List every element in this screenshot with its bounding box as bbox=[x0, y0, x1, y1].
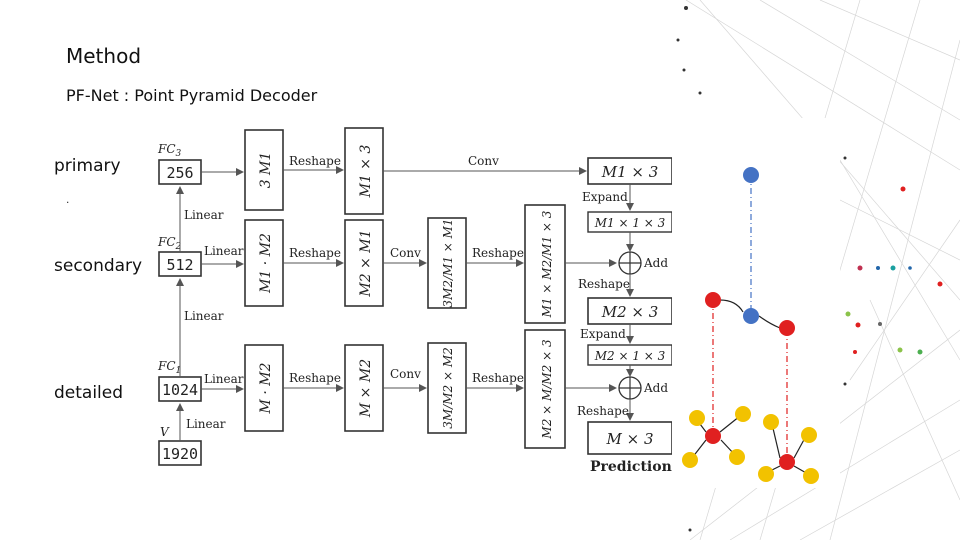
fc3-label: FC bbox=[157, 142, 176, 156]
linear-label-row2: Linear bbox=[204, 244, 244, 258]
secondary-point-right bbox=[779, 320, 795, 336]
reshape-label-row3b: Reshape bbox=[472, 371, 524, 385]
primary-point bbox=[743, 167, 759, 183]
row1-block-1: 3 M1 bbox=[244, 129, 284, 211]
output-detailed-text: M × 3 bbox=[605, 430, 653, 448]
expand-primary-text: M1 × 1 × 3 bbox=[594, 216, 666, 230]
svg-text:FC3: FC3 bbox=[157, 142, 182, 159]
expand-secondary-text: M2 × 1 × 3 bbox=[594, 349, 666, 363]
fc1-value: 1024 bbox=[162, 381, 198, 399]
secondary-point-left bbox=[705, 292, 721, 308]
conv-label-row2: Conv bbox=[390, 246, 421, 260]
row2-block-1-text: M1 · M2 bbox=[258, 233, 274, 294]
detailed-point bbox=[803, 468, 819, 484]
primary-point-lower bbox=[743, 308, 759, 324]
detailed-point bbox=[801, 427, 817, 443]
expand-label-1: Expand bbox=[582, 190, 628, 204]
reshape-label-row1: Reshape bbox=[289, 154, 341, 168]
v-value: 1920 bbox=[162, 445, 198, 463]
detailed-point bbox=[689, 410, 705, 426]
output-detailed-box: M × 3 bbox=[587, 421, 673, 455]
prediction-label: Prediction bbox=[590, 459, 672, 475]
fc2-label: FC bbox=[157, 235, 176, 249]
expand-label-2: Expand bbox=[580, 327, 626, 341]
conv-label-row1: Conv bbox=[468, 154, 499, 168]
svg-text:FC1: FC1 bbox=[157, 359, 181, 376]
row2-block-3-text: 3M2/M1 × M1 bbox=[441, 218, 455, 307]
output-secondary-box: M2 × 3 bbox=[587, 297, 673, 325]
linear-label-row3: Linear bbox=[204, 372, 244, 386]
add-node-1 bbox=[618, 251, 642, 275]
linear-label-fc1-fc2: Linear bbox=[184, 309, 224, 323]
fc3-value: 256 bbox=[166, 164, 193, 182]
level-label-secondary: secondary bbox=[54, 256, 143, 276]
detailed-point bbox=[682, 452, 698, 468]
secondary-point-detail-right bbox=[779, 454, 795, 470]
row1-block-2: M1 × 3 bbox=[344, 127, 384, 215]
add-label-2: Add bbox=[643, 381, 668, 395]
slide-subtitle: PF-Net : Point Pyramid Decoder bbox=[66, 86, 318, 105]
reshape-label-row3: Reshape bbox=[289, 371, 341, 385]
v-label: V bbox=[160, 425, 170, 439]
detailed-point bbox=[735, 406, 751, 422]
fc3-block: FC3 256 bbox=[157, 142, 202, 185]
row2-block-2-text: M2 × M1 bbox=[358, 229, 374, 297]
row3-block-2-text: M × M2 bbox=[358, 359, 374, 418]
svg-text:FC2: FC2 bbox=[157, 235, 182, 252]
row3-block-2: M × M2 bbox=[344, 344, 384, 432]
row2-block-1: M1 · M2 bbox=[244, 219, 284, 307]
fc1-sub: 1 bbox=[176, 366, 182, 376]
fc2-sub: 2 bbox=[175, 242, 182, 252]
row1-block-2-text: M1 × 3 bbox=[358, 145, 374, 199]
expand-primary-box: M1 × 1 × 3 bbox=[587, 211, 673, 233]
row2-block-3: 3M2/M1 × M1 bbox=[427, 217, 467, 309]
row1-block-1-text: 3 M1 bbox=[258, 152, 274, 189]
reshape-label-out1: Reshape bbox=[578, 277, 630, 291]
level-label-primary: primary bbox=[54, 156, 121, 176]
expand-secondary-box: M2 × 1 × 3 bbox=[587, 344, 673, 366]
reshape-label-out2: Reshape bbox=[577, 404, 629, 418]
slide-title: Method bbox=[66, 44, 142, 68]
linear-label-fc2-fc3: Linear bbox=[184, 208, 224, 222]
row2-block-2: M2 × M1 bbox=[344, 219, 384, 307]
row3-block-3: 3M/M2 × M2 bbox=[427, 342, 467, 434]
row3-block-1-text: M · M2 bbox=[258, 362, 274, 414]
bullet-dot: . bbox=[66, 192, 70, 206]
conv-label-row3: Conv bbox=[390, 367, 421, 381]
row3-block-4-text: M2 × M/M2 × 3 bbox=[540, 339, 554, 440]
row3-block-4: M2 × M/M2 × 3 bbox=[524, 329, 566, 449]
secondary-point-detail-left bbox=[705, 428, 721, 444]
level-label-detailed: detailed bbox=[54, 383, 124, 403]
row3-block-1: M · M2 bbox=[244, 344, 284, 432]
fc1-block: FC1 1024 bbox=[157, 359, 202, 402]
reshape-label-row2b: Reshape bbox=[472, 246, 524, 260]
linear-label-v-fc1: Linear bbox=[186, 417, 226, 431]
fc2-block: FC2 512 bbox=[157, 235, 202, 277]
add-node-2 bbox=[618, 376, 642, 400]
point-pyramid-illustration bbox=[682, 167, 819, 484]
output-secondary-text: M2 × 3 bbox=[601, 303, 659, 321]
row2-block-4-text: M1 × M2/M1 × 3 bbox=[540, 210, 554, 318]
output-primary-box: M1 × 3 bbox=[587, 157, 673, 185]
v-block: V 1920 bbox=[158, 425, 202, 466]
row2-block-4: M1 × M2/M1 × 3 bbox=[524, 204, 566, 324]
reshape-label-row2: Reshape bbox=[289, 246, 341, 260]
add-label-1: Add bbox=[643, 256, 668, 270]
fc3-sub: 3 bbox=[176, 149, 182, 159]
fc2-value: 512 bbox=[166, 256, 193, 274]
row3-block-3-text: 3M/M2 × M2 bbox=[441, 347, 455, 429]
detailed-point bbox=[729, 449, 745, 465]
detailed-point bbox=[763, 414, 779, 430]
fc1-label: FC bbox=[157, 359, 176, 373]
output-primary-text: M1 × 3 bbox=[601, 163, 659, 181]
detailed-point bbox=[758, 466, 774, 482]
